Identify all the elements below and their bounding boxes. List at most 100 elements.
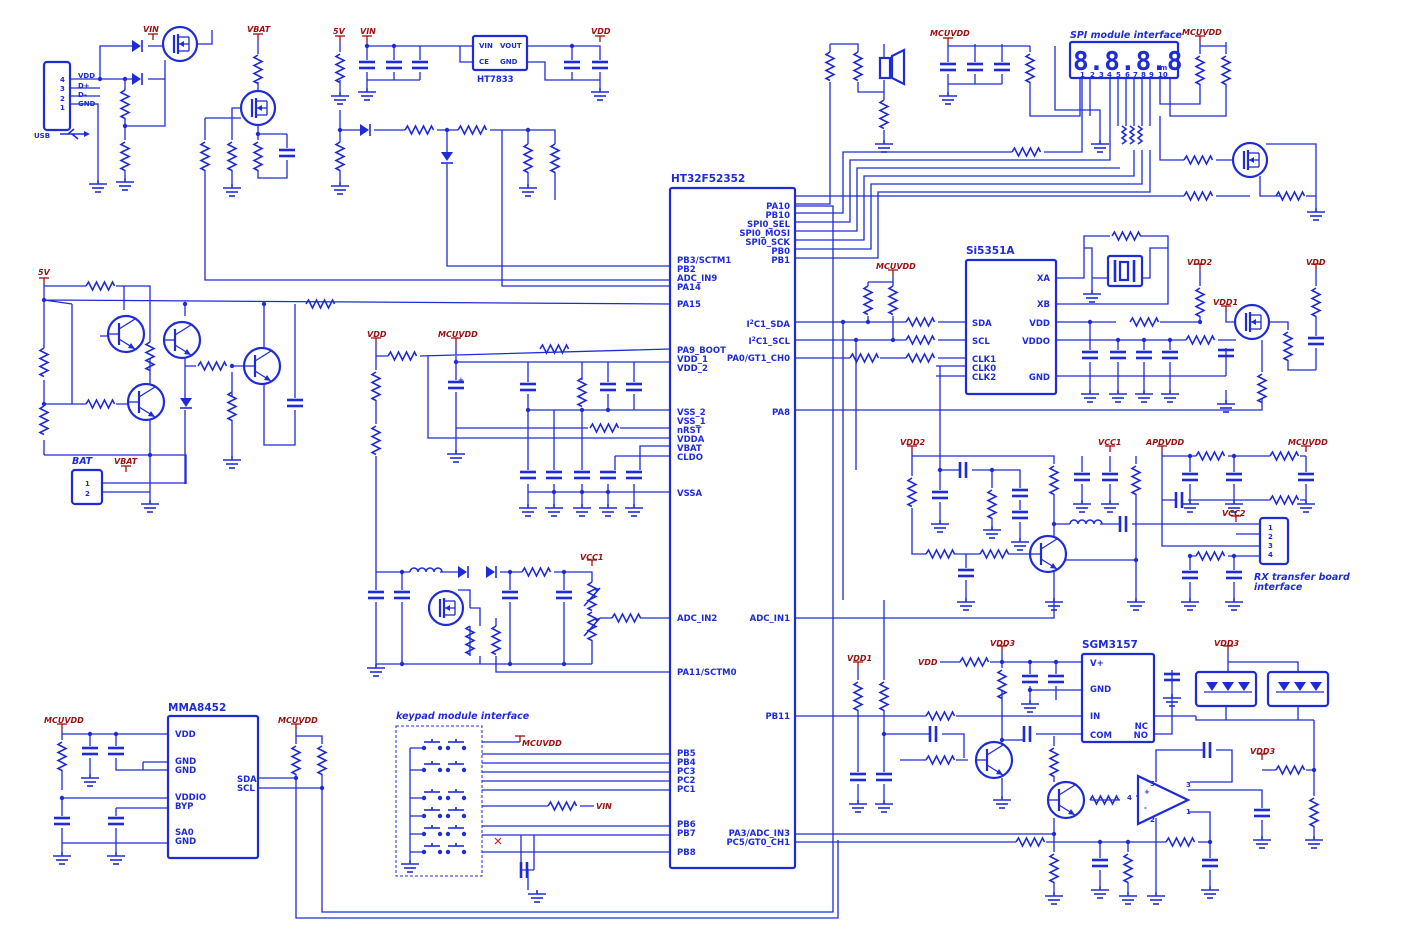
svg-text:GND: GND	[175, 766, 196, 776]
svg-text:5: 5	[1150, 780, 1155, 788]
mosfet-q2	[239, 89, 277, 127]
svg-text:HT7833: HT7833	[477, 75, 514, 85]
transistor-q6	[242, 346, 282, 386]
svg-text:3: 3	[1268, 542, 1273, 550]
svg-text:2: 2	[85, 490, 90, 498]
svg-text:VBAT: VBAT	[114, 457, 138, 466]
svg-text:VCC1: VCC1	[580, 553, 604, 562]
svg-text:2: 2	[1150, 816, 1155, 824]
svg-text:VDD: VDD	[367, 330, 387, 339]
svg-text:PA10: PA10	[766, 202, 790, 212]
svg-text:APDVDD: APDVDD	[1145, 438, 1185, 447]
svg-text:MCUVDD: MCUVDD	[278, 716, 318, 725]
svg-text:3: 3	[1186, 781, 1191, 789]
svg-text:1: 1	[60, 104, 65, 112]
svg-text:I2C1_SDA: I2C1_SDA	[746, 319, 790, 330]
svg-text:VDDIO: VDDIO	[175, 793, 206, 803]
svg-text:BAT: BAT	[72, 456, 94, 467]
svg-text:BYP: BYP	[175, 802, 193, 812]
battery-connector: BAT VBAT 1 2	[70, 456, 186, 506]
svg-text:1: 1	[1268, 524, 1273, 532]
svg-text:GND: GND	[175, 837, 196, 847]
svg-text:+: +	[1144, 788, 1150, 796]
svg-text:USB: USB	[34, 132, 50, 140]
svg-text:MCUVDD: MCUVDD	[522, 739, 562, 748]
svg-text:5V: 5V	[333, 27, 346, 36]
spi-bus-wires	[795, 43, 1151, 259]
power-switch-network	[200, 107, 670, 281]
svg-text:VDD_2: VDD_2	[677, 364, 708, 374]
rx-connector: VCC2 1 2 3 4 RX transfer board interface	[1222, 509, 1350, 593]
svg-text:SPI0_MOSI: SPI0_MOSI	[739, 229, 790, 239]
svg-text:NC: NC	[1135, 722, 1148, 732]
svg-text:VDD2: VDD2	[900, 438, 925, 447]
transistor-q4	[162, 320, 202, 360]
svg-text:MCUVDD: MCUVDD	[876, 262, 916, 271]
svg-text:VSSA: VSSA	[677, 489, 702, 499]
seven-seg-pin-numbers: 1 2 3 4 5 6 7 8 9 10	[1080, 71, 1168, 79]
svg-text:SCL: SCL	[237, 784, 255, 794]
svg-text:PB5: PB5	[677, 749, 696, 759]
svg-text:COM: COM	[1090, 731, 1112, 741]
bottom-right-wiring: VDD1 VDD3 VDD3 VDD3 VDD	[795, 600, 1324, 905]
usb-power-wires	[70, 39, 166, 193]
svg-text:GND: GND	[175, 757, 196, 767]
svg-text:VDD: VDD	[918, 658, 938, 667]
svg-text:PA14: PA14	[677, 283, 701, 293]
svg-text:VDD_1: VDD_1	[677, 355, 708, 365]
accelerometer-mma8452: MMA8452 VDD GND GND VDDIO BYP SA0 GND SD…	[44, 205, 839, 919]
adc-in2-section: VCC1	[366, 553, 670, 677]
svg-text:GND: GND	[1090, 685, 1111, 695]
transistor-q3	[106, 314, 146, 354]
svg-text:8.8.8.8: 8.8.8.8	[1073, 47, 1183, 77]
svg-text:CLK2: CLK2	[972, 373, 996, 383]
usb-icon	[60, 128, 90, 140]
svg-text:VDDO: VDDO	[1022, 337, 1050, 347]
svg-text:VDDA: VDDA	[677, 435, 705, 445]
led-arrays	[1194, 652, 1330, 721]
svg-text:PA15: PA15	[677, 300, 701, 310]
svg-text:VSS_2: VSS_2	[677, 408, 706, 418]
mosfet-q9	[1233, 303, 1271, 341]
svg-text:VBAT: VBAT	[247, 25, 271, 34]
svg-text:GND: GND	[500, 58, 518, 66]
svg-text:SPI module interface: SPI module interface	[1070, 30, 1183, 41]
svg-text:VIN: VIN	[143, 25, 159, 34]
svg-text:ADC_IN1: ADC_IN1	[750, 614, 790, 624]
svg-text:VCC1: VCC1	[1098, 438, 1122, 447]
junction-dots	[41, 43, 1317, 845]
transistor-q5	[126, 382, 166, 422]
svg-text:nRST: nRST	[677, 426, 702, 436]
battery-charge-path	[330, 110, 670, 287]
svg-text:PB3/SCTM1: PB3/SCTM1	[677, 256, 731, 266]
svg-text:VIN: VIN	[360, 27, 376, 36]
svg-text:VBAT: VBAT	[677, 444, 702, 454]
regulator-ht7833: VIN VOUT CE GND HT7833	[471, 34, 529, 85]
clockgen-si5351a: Si5351A SDA SCL CLK1 CLK0 CLK2 XA XB VDD…	[795, 245, 1236, 600]
svg-text:SA0: SA0	[175, 828, 194, 838]
vdd2-vdd1-supply: VDD2 VDD1 VDD	[795, 258, 1326, 411]
rf-amplifier: VDD2 VCC1 APDVDD MCUVDD	[900, 438, 1328, 611]
svg-text:VDD: VDD	[78, 72, 95, 80]
transistor-q11	[974, 740, 1014, 780]
svg-text:CLK1: CLK1	[972, 355, 996, 365]
svg-text:PA0/GT1_CH0: PA0/GT1_CH0	[727, 354, 790, 364]
svg-text:VCC2: VCC2	[1222, 509, 1246, 518]
svg-text:PB6: PB6	[677, 820, 696, 830]
svg-text:PB4: PB4	[677, 758, 696, 768]
spi-transistor-net	[795, 116, 1326, 221]
svg-text:MMA8452: MMA8452	[168, 702, 226, 714]
svg-text:4: 4	[1268, 551, 1273, 559]
svg-text:D+: D+	[78, 82, 90, 90]
svg-text:2: 2	[1090, 71, 1095, 79]
transistor-q12	[1046, 780, 1086, 820]
svg-text:VIN: VIN	[479, 42, 493, 50]
svg-text:GND: GND	[1029, 373, 1050, 383]
svg-text:CLK0: CLK0	[972, 364, 996, 374]
buzzer	[878, 48, 906, 86]
mcu-decoupling: VDD MCUVDD +	[367, 330, 671, 572]
svg-text:PA9_BOOT: PA9_BOOT	[677, 346, 726, 356]
svg-text:MCUVDD: MCUVDD	[438, 330, 478, 339]
svg-text:XB: XB	[1037, 300, 1050, 310]
svg-text:SDA: SDA	[237, 775, 257, 785]
